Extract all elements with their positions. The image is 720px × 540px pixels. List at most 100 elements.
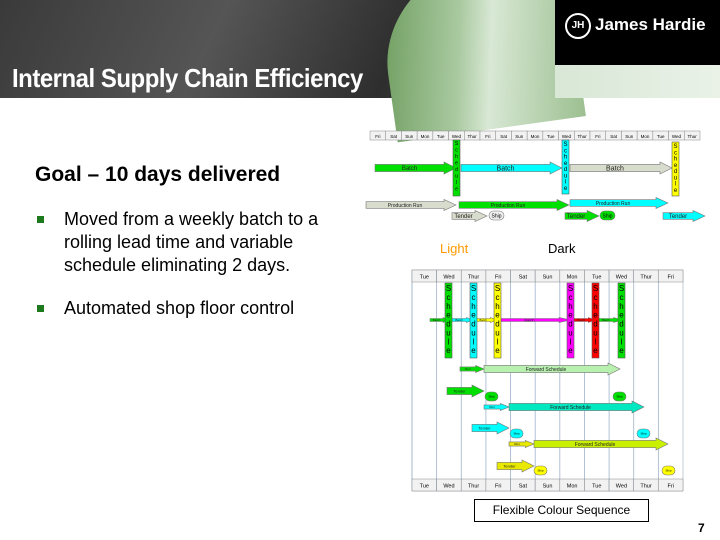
- production-run-arrow: [569, 197, 669, 209]
- batch-arrow-label: Batch: [606, 165, 624, 172]
- schedule-letter: c: [569, 293, 573, 302]
- logo-background: [555, 65, 720, 98]
- tender-arrow: [451, 210, 488, 222]
- schedule-letter: u: [446, 328, 450, 337]
- batch-arrow: [460, 161, 563, 175]
- ship-label: Ship: [537, 469, 543, 473]
- schedule-letter: d: [455, 167, 458, 173]
- day-header-cell: [658, 478, 684, 492]
- schedule-letter: h: [564, 155, 567, 161]
- schedule-letter: S: [568, 284, 573, 293]
- day-label: Wed: [562, 134, 572, 139]
- day-label: Tue: [592, 484, 601, 490]
- schedule-letter: S: [495, 284, 500, 293]
- schedule-letter: u: [471, 328, 475, 337]
- schedule-bar: [617, 282, 626, 359]
- schedule-letter: S: [593, 284, 598, 293]
- schedule-letter: h: [593, 302, 597, 311]
- schedule-letter: u: [619, 328, 623, 337]
- schedule-letter: d: [495, 320, 499, 329]
- day-label: Sun: [543, 484, 553, 490]
- batch-arrow-label: Batch: [497, 165, 515, 172]
- day-label: Sun: [543, 275, 553, 281]
- day-header-cell: [658, 269, 684, 283]
- batch-arrow-label: Batch: [455, 318, 463, 322]
- production-run-arrow: [365, 199, 457, 211]
- schedule-letter: l: [473, 337, 475, 346]
- dark-label: Dark: [548, 241, 576, 256]
- ship-badge: [488, 210, 505, 221]
- day-label: Tue: [547, 134, 555, 139]
- light-label: Light: [440, 241, 469, 256]
- schedule-letter: d: [471, 320, 475, 329]
- schedule-letter: d: [446, 320, 450, 329]
- schedule-letter: S: [446, 284, 451, 293]
- run-arrow: [483, 403, 510, 411]
- schedule-letter: c: [564, 148, 567, 154]
- tender-arrow-label: Tender: [503, 463, 516, 468]
- tender-arrow: [446, 384, 485, 398]
- day-label: Mon: [531, 134, 540, 139]
- schedule-letter: S: [471, 284, 476, 293]
- production-run-arrow-label: Production Run: [388, 203, 423, 209]
- day-label: Mon: [641, 134, 650, 139]
- batch-arrow: [569, 161, 673, 175]
- day-label: Thur: [468, 484, 479, 490]
- schedule-bar: [452, 139, 461, 197]
- day-label: Fri: [667, 275, 673, 281]
- schedule-letter: d: [568, 320, 572, 329]
- schedule-letter: e: [455, 161, 458, 167]
- schedule-bar: [493, 282, 502, 359]
- schedule-letter: S: [563, 142, 567, 148]
- day-label: Wed: [616, 484, 627, 490]
- schedule-letter: e: [593, 346, 598, 355]
- schedule-letter: u: [568, 328, 572, 337]
- tender-arrow: [564, 210, 600, 222]
- schedule-letter: d: [674, 169, 677, 175]
- schedule-letter: c: [594, 293, 598, 302]
- day-label: Tue: [657, 134, 665, 139]
- schedule-letter: h: [455, 154, 458, 160]
- tender-arrow: [471, 421, 510, 435]
- day-label: Tue: [420, 484, 429, 490]
- day-label: Wed: [672, 134, 682, 139]
- day-label: Wed: [443, 484, 454, 490]
- day-label: Sun: [515, 134, 524, 139]
- bullet-item: Moved from a weekly batch to a rolling l…: [37, 208, 364, 277]
- day-label: Mon: [567, 484, 578, 490]
- day-label: Sat: [390, 134, 398, 139]
- schedule-letter: e: [471, 346, 476, 355]
- tender-arrow-label: Tender: [567, 214, 585, 220]
- schedule-letter: e: [568, 346, 573, 355]
- forward-schedule-arrow: [508, 400, 645, 414]
- schedule-letter: l: [456, 180, 457, 186]
- schedule-letter: S: [673, 144, 677, 150]
- jh-logo-icon: JH: [565, 13, 591, 39]
- schedule-letter: d: [593, 320, 597, 329]
- schedule-letter: e: [495, 311, 500, 320]
- day-label: Wed: [452, 134, 462, 139]
- schedule-letter: e: [619, 346, 624, 355]
- day-label: Fri: [495, 484, 501, 490]
- schedule-letter: h: [619, 302, 623, 311]
- day-label: Fri: [667, 484, 673, 490]
- ship-label: Ship: [513, 432, 519, 436]
- ship-label: Ship: [616, 395, 622, 399]
- production-run-arrow-label: Production Run: [491, 203, 526, 209]
- day-label: Sun: [625, 134, 634, 139]
- schedule-letter: h: [674, 157, 677, 163]
- ship-badge: [612, 391, 627, 402]
- schedule-letter: S: [619, 284, 624, 293]
- batch-arrow: [499, 317, 572, 323]
- schedule-letter: u: [593, 328, 597, 337]
- tender-arrow-label: Tender: [669, 214, 687, 220]
- bullet-text: Moved from a weekly batch to a rolling l…: [64, 209, 319, 275]
- schedule-letter: l: [595, 337, 597, 346]
- day-label: Sat: [500, 134, 508, 139]
- ship-badge: [636, 428, 651, 439]
- goal-heading: Goal – 10 days delivered: [35, 163, 281, 186]
- schedule-letter: e: [471, 311, 476, 320]
- schedule-letter: h: [568, 302, 572, 311]
- schedule-letter: l: [497, 337, 499, 346]
